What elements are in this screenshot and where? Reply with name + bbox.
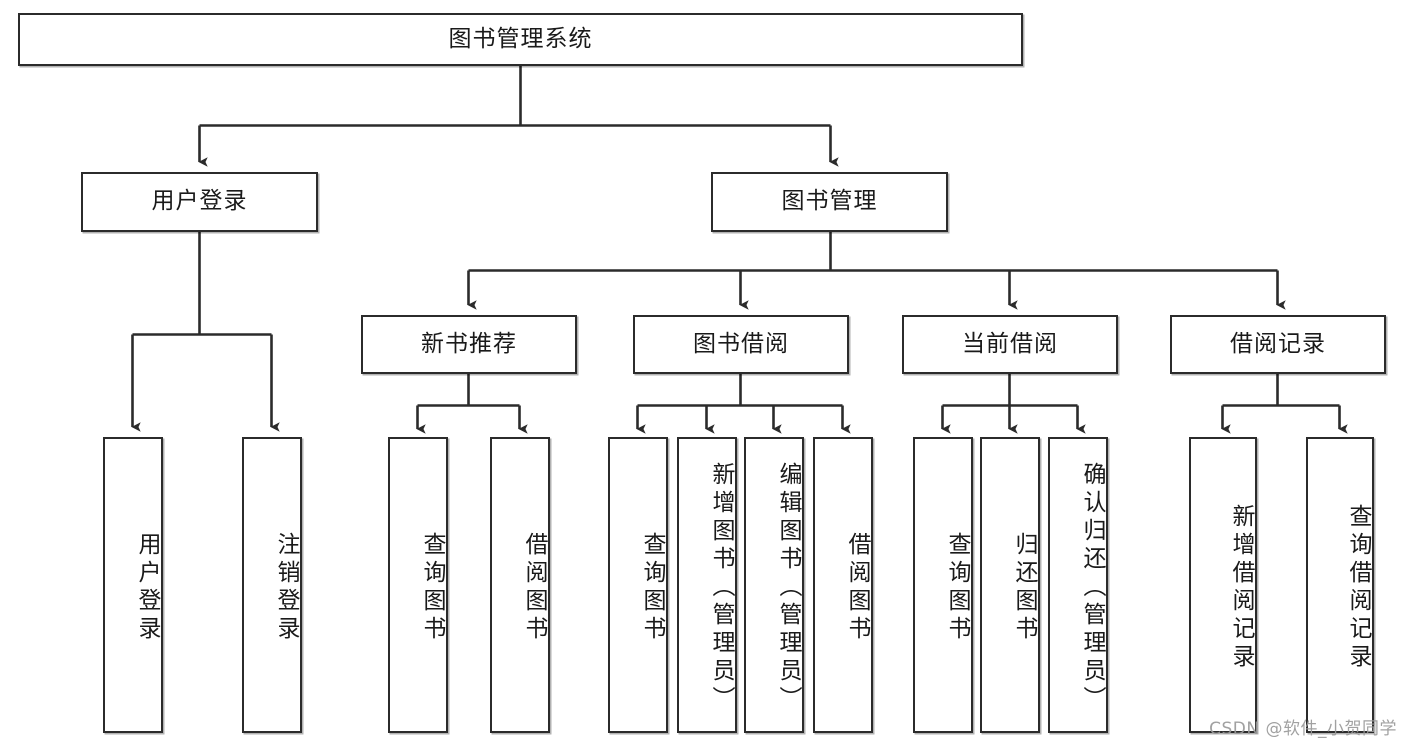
leaf-return-book[interactable]: 归还图书 bbox=[980, 437, 1040, 733]
leaf-borrow-book-2-label: 借阅图书 bbox=[844, 532, 870, 644]
node-user-login-label: 用户登录 bbox=[151, 188, 248, 215]
node-user-login[interactable]: 用户登录 bbox=[81, 172, 318, 232]
node-book-borrow[interactable]: 图书借阅 bbox=[633, 315, 849, 374]
leaf-borrow-book-2[interactable]: 借阅图书 bbox=[813, 437, 873, 733]
leaf-confirm-return-label: 确认归还（管理员） bbox=[1079, 462, 1105, 714]
leaf-query-record-label: 查询借阅记录 bbox=[1345, 504, 1371, 672]
node-current-borrow-label: 当前借阅 bbox=[962, 330, 1058, 357]
leaf-borrow-book-1-label: 借阅图书 bbox=[521, 532, 547, 644]
node-new-book-rec[interactable]: 新书推荐 bbox=[361, 315, 577, 374]
node-new-book-rec-label: 新书推荐 bbox=[421, 330, 517, 357]
leaf-query-book-2[interactable]: 查询图书 bbox=[608, 437, 668, 733]
leaf-logout-login[interactable]: 注销登录 bbox=[242, 437, 302, 733]
leaf-query-record[interactable]: 查询借阅记录 bbox=[1306, 437, 1374, 733]
node-root-label: 图书管理系统 bbox=[448, 25, 593, 52]
node-book-borrow-label: 图书借阅 bbox=[693, 330, 789, 357]
leaf-confirm-return[interactable]: 确认归还（管理员） bbox=[1048, 437, 1108, 733]
node-book-admin-label: 图书管理 bbox=[781, 188, 878, 215]
leaf-query-book-3-label: 查询图书 bbox=[944, 532, 970, 644]
leaf-add-book[interactable]: 新增图书（管理员） bbox=[677, 437, 737, 733]
node-book-admin[interactable]: 图书管理 bbox=[711, 172, 948, 232]
leaf-logout-login-label: 注销登录 bbox=[273, 532, 299, 644]
node-borrow-record[interactable]: 借阅记录 bbox=[1170, 315, 1386, 374]
leaf-borrow-book-1[interactable]: 借阅图书 bbox=[490, 437, 550, 733]
leaf-user-login[interactable]: 用户登录 bbox=[103, 437, 163, 733]
leaf-query-book-1-label: 查询图书 bbox=[419, 532, 445, 644]
leaf-return-book-label: 归还图书 bbox=[1011, 532, 1037, 644]
leaf-edit-book-label: 编辑图书（管理员） bbox=[775, 462, 801, 714]
leaf-add-record[interactable]: 新增借阅记录 bbox=[1189, 437, 1257, 733]
node-current-borrow[interactable]: 当前借阅 bbox=[902, 315, 1118, 374]
leaf-user-login-label: 用户登录 bbox=[134, 532, 160, 644]
leaf-query-book-1[interactable]: 查询图书 bbox=[388, 437, 448, 733]
watermark: CSDN @软件_小贺同学 bbox=[1209, 719, 1397, 739]
node-root[interactable]: 图书管理系统 bbox=[18, 13, 1023, 66]
leaf-add-record-label: 新增借阅记录 bbox=[1228, 504, 1254, 672]
leaf-edit-book[interactable]: 编辑图书（管理员） bbox=[744, 437, 804, 733]
leaf-add-book-label: 新增图书（管理员） bbox=[708, 462, 734, 714]
leaf-query-book-3[interactable]: 查询图书 bbox=[913, 437, 973, 733]
leaf-query-book-2-label: 查询图书 bbox=[639, 532, 665, 644]
node-borrow-record-label: 借阅记录 bbox=[1230, 330, 1326, 357]
